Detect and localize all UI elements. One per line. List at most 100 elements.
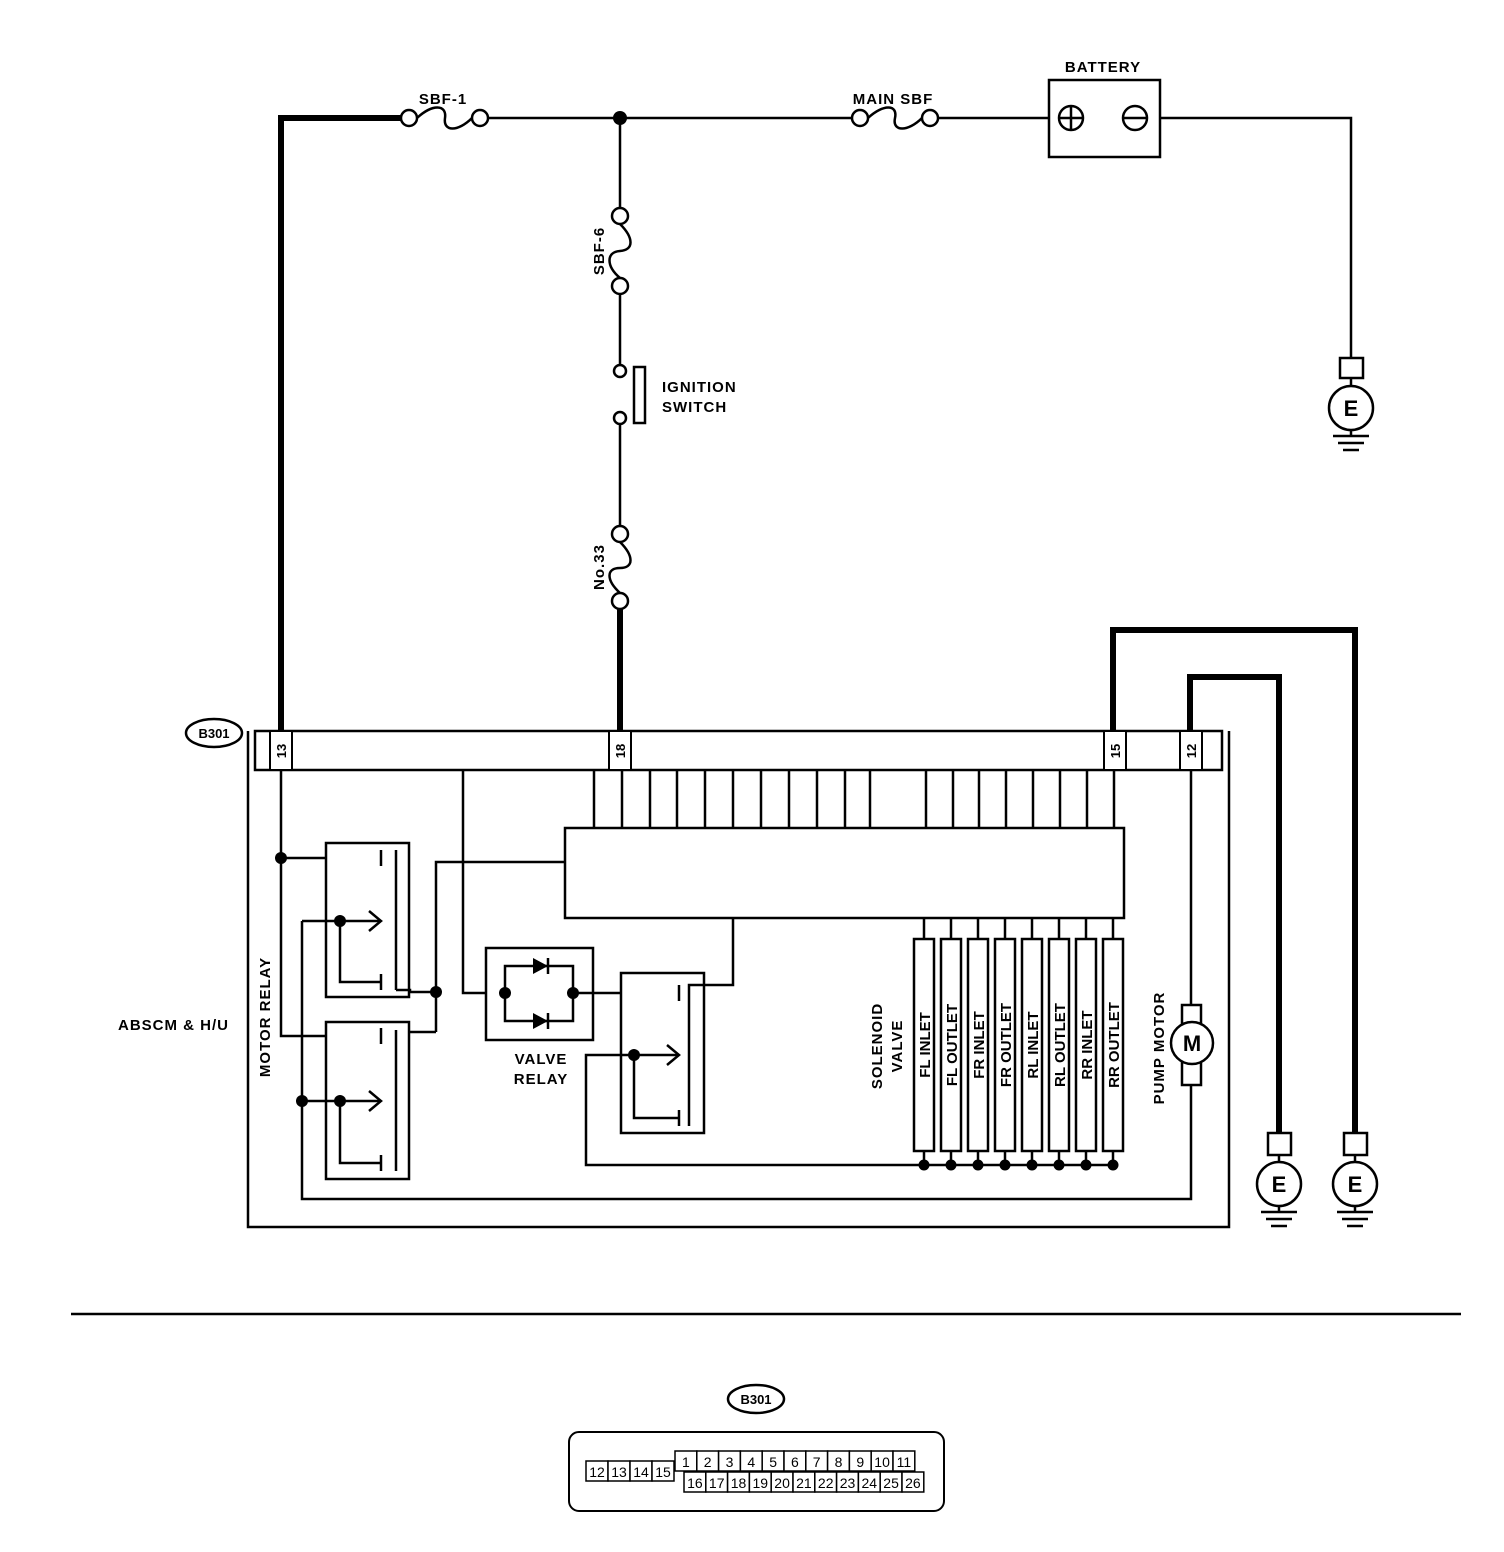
- connector-pin-number: 8: [835, 1454, 843, 1470]
- fuse-no33: No.33: [591, 524, 632, 611]
- solenoid-valve: FL INLET: [912, 937, 936, 1171]
- diode-icon: [533, 1013, 548, 1029]
- connector-pin-number: 3: [726, 1454, 734, 1470]
- connector-face-badge-label: B301: [740, 1392, 771, 1407]
- connector-pin-cell: 2: [696, 1450, 720, 1472]
- pin-label: 18: [613, 744, 628, 758]
- ecu-bus-lines: [592, 770, 1116, 828]
- connector-pin-cell: 4: [739, 1450, 763, 1472]
- connector-pin-cell: 13: [607, 1460, 631, 1482]
- solenoid-valve: FR INLET: [966, 937, 990, 1171]
- solenoid-valve: RR OUTLET: [1101, 937, 1125, 1171]
- pin-label: 13: [274, 744, 289, 758]
- motor-relay-label: MOTOR RELAY: [257, 957, 274, 1077]
- connector-pin-cell: 15: [651, 1460, 675, 1482]
- connector-pin-cell: 23: [835, 1471, 860, 1493]
- control-module: MOTOR RELAY: [257, 770, 1215, 1201]
- connector-pin-number: 17: [709, 1475, 725, 1491]
- connector-badge: [184, 717, 244, 749]
- connector-pin-number: 16: [687, 1475, 703, 1491]
- connector-pin-number: 6: [791, 1454, 799, 1470]
- connector-pin-cell: 1: [674, 1450, 698, 1472]
- connector-pin-cell: 22: [814, 1471, 838, 1493]
- solenoid-valve-label: RR OUTLET: [1106, 1002, 1123, 1088]
- connector-pin-number: 2: [704, 1454, 712, 1470]
- connector-pin-number: 11: [897, 1454, 912, 1470]
- connector-pin-cell: 12: [585, 1460, 609, 1482]
- solenoid-valve: FR OUTLET: [993, 937, 1017, 1171]
- solenoid-valve-label: FL INLET: [917, 1012, 934, 1078]
- diode-icon: [533, 958, 548, 974]
- connector-pin-number: 26: [905, 1475, 921, 1491]
- connector-pin-number: 15: [655, 1464, 671, 1480]
- connector-pin-number: 18: [731, 1475, 747, 1491]
- valve-relay-label-line2: RELAY: [514, 1071, 568, 1088]
- connector-pin-number: 1: [682, 1454, 690, 1470]
- connector-pin-cell: 16: [683, 1471, 707, 1493]
- wire-sbf1-to-pin13: [278, 115, 401, 732]
- sbf6-label: SBF-6: [591, 227, 608, 275]
- connector-pin-cell: 17: [705, 1471, 729, 1493]
- fuse-sbf1: SBF-1: [399, 91, 490, 130]
- battery: BATTERY: [1047, 59, 1162, 159]
- wire-battery-to-ground: [1160, 116, 1353, 358]
- wire-pin15-to-ground: [1110, 627, 1358, 1133]
- connector-pin-cell: 24: [857, 1471, 881, 1493]
- connector-pin-number: 12: [589, 1464, 605, 1480]
- connector-pin-cell: 3: [717, 1450, 742, 1472]
- connector-pin-cell: 10: [870, 1450, 894, 1472]
- connector-pin-number: 19: [753, 1475, 769, 1491]
- connector-pin-number: 5: [769, 1454, 777, 1470]
- battery-label: BATTERY: [1065, 59, 1141, 76]
- pump-motor: M PUMP MOTOR: [1151, 770, 1215, 1105]
- solenoid-valve-label: FL OUTLET: [944, 1004, 961, 1086]
- solenoid-valve: RL OUTLET: [1047, 937, 1071, 1171]
- motor-icon: [1169, 1020, 1215, 1066]
- connector-badge-label: B301: [198, 726, 229, 741]
- fuse-main-sbf: MAIN SBF: [850, 91, 940, 130]
- wire-motor-relay-to-pump: [300, 921, 1193, 1201]
- ground-battery-label: E: [1344, 396, 1359, 421]
- connector-pin-number: 4: [747, 1454, 755, 1470]
- connector-pin-number: 22: [818, 1475, 834, 1491]
- solenoid-valve-label: RR INLET: [1079, 1010, 1096, 1079]
- connector-pin-cell: 6: [783, 1450, 807, 1472]
- valve-relay: VALVE RELAY: [461, 770, 1113, 1167]
- connector-pin-cell: 7: [805, 1450, 829, 1472]
- pump-motor-label: PUMP MOTOR: [1151, 992, 1168, 1105]
- connector-pin-cell: 14: [629, 1460, 653, 1482]
- solenoid-valve: RR INLET: [1074, 937, 1098, 1171]
- solenoid-valves: SOLENOID VALVE FL INLET FL OUTLET FR INLET…: [869, 937, 1125, 1171]
- pin-label: 12: [1184, 744, 1199, 758]
- wire-pin12-to-ground: [1187, 674, 1282, 1133]
- solenoid-label-line1: SOLENOID: [869, 1003, 886, 1089]
- connector-pin-number: 24: [862, 1475, 878, 1491]
- solenoid-valve: FL OUTLET: [939, 937, 963, 1171]
- fuse-sbf6: SBF-6: [591, 206, 632, 296]
- connector-pin-number: 25: [883, 1475, 899, 1491]
- connector-b301: B301 13 18 15 12: [184, 717, 1224, 772]
- connector-pin-cell: 8: [826, 1450, 851, 1472]
- connector-pin-number: 20: [774, 1475, 790, 1491]
- abscm-label: ABSCM & H/U: [118, 1017, 229, 1034]
- connector-pin-number: 23: [840, 1475, 856, 1491]
- connector-pin-number: 9: [856, 1454, 864, 1470]
- abscm-housing: [246, 731, 1231, 1229]
- connector-pin-cell: 19: [748, 1471, 772, 1493]
- solenoid-valve: RL INLET: [1020, 937, 1044, 1171]
- no33-label: No.33: [591, 544, 608, 590]
- connector-pin-cell: 18: [726, 1471, 751, 1493]
- connector-pin-cell: 21: [792, 1471, 816, 1493]
- ground-pin15: E: [1331, 1131, 1379, 1228]
- connector-pin-cell: 26: [901, 1471, 925, 1493]
- main-sbf-label: MAIN SBF: [853, 91, 934, 108]
- power-supply-circuit: SBF-1 MAIN SBF BATTERY SBF-6: [278, 59, 1375, 732]
- ignition-label-line2: SWITCH: [662, 399, 727, 416]
- valve-relay-label-line1: VALVE: [515, 1051, 568, 1068]
- connector-pin-number: 21: [796, 1475, 812, 1491]
- connector-pin-number: 14: [633, 1464, 649, 1480]
- solenoid-label-line2: VALVE: [889, 1020, 906, 1073]
- connector-pin-cell: 9: [848, 1450, 872, 1472]
- motor-relay: MOTOR RELAY: [257, 770, 1193, 1201]
